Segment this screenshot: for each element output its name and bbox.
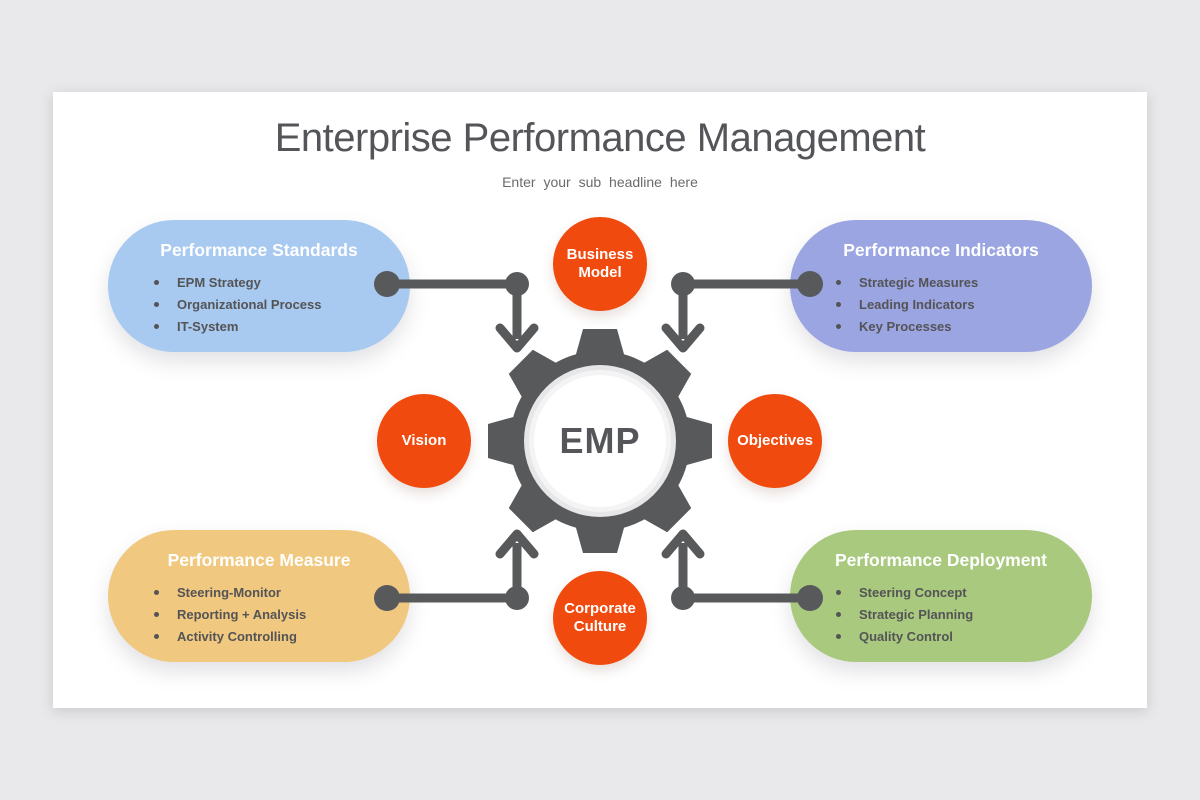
list-item-label: IT-System bbox=[177, 318, 239, 334]
bullet-icon bbox=[836, 279, 841, 285]
page-subtitle: Enter your sub headline here bbox=[502, 174, 698, 190]
bullet-icon bbox=[154, 323, 159, 329]
slide-card: Enterprise Performance Management Enter … bbox=[53, 92, 1147, 708]
bullet-icon bbox=[836, 301, 841, 307]
box-performance-standards: Performance Standards EPM Strategy Organ… bbox=[108, 220, 410, 352]
list-item-label: Strategic Planning bbox=[859, 606, 974, 622]
list-item-label: Steering Concept bbox=[859, 584, 967, 600]
list-item: Leading Indicators bbox=[836, 293, 1092, 315]
box-performance-measure: Performance Measure Steering-Monitor Rep… bbox=[108, 530, 410, 662]
node-label: Business Model bbox=[566, 246, 634, 281]
bullet-icon bbox=[836, 589, 841, 595]
list-item: Organizational Process bbox=[154, 293, 410, 315]
node-label: Corporate Culture bbox=[564, 600, 636, 635]
bullet-icon bbox=[836, 633, 841, 639]
node-label: Objectives bbox=[737, 432, 813, 449]
list-item: Strategic Measures bbox=[836, 271, 1092, 293]
bullet-icon bbox=[154, 611, 159, 617]
node-objectives: Objectives bbox=[728, 394, 822, 488]
list-item-label: Organizational Process bbox=[177, 296, 322, 312]
list-item-label: Activity Controlling bbox=[177, 628, 297, 644]
emp-center-label: EMP bbox=[559, 420, 641, 461]
list-item: Strategic Planning bbox=[836, 603, 1092, 625]
list-item: Activity Controlling bbox=[154, 625, 410, 647]
list-item-label: Strategic Measures bbox=[859, 274, 979, 290]
box-performance-indicators: Performance Indicators Strategic Measure… bbox=[790, 220, 1092, 352]
list-item-label: Quality Control bbox=[859, 628, 953, 644]
bullet-icon bbox=[836, 323, 841, 329]
list-item: Steering Concept bbox=[836, 581, 1092, 603]
box-item-list: EPM Strategy Organizational Process IT-S… bbox=[108, 271, 410, 337]
box-item-list: Strategic Measures Leading Indicators Ke… bbox=[790, 271, 1092, 337]
bullet-icon bbox=[154, 589, 159, 595]
list-item-label: Leading Indicators bbox=[859, 296, 975, 312]
bullet-icon bbox=[836, 611, 841, 617]
box-title: Performance Standards bbox=[160, 240, 358, 260]
box-item-list: Steering-Monitor Reporting + Analysis Ac… bbox=[108, 581, 410, 647]
node-vision: Vision bbox=[377, 394, 471, 488]
bullet-icon bbox=[154, 279, 159, 285]
list-item: Reporting + Analysis bbox=[154, 603, 410, 625]
list-item-label: Key Processes bbox=[859, 318, 952, 334]
node-business-model: Business Model bbox=[553, 217, 647, 311]
list-item-label: Steering-Monitor bbox=[177, 584, 281, 600]
list-item: IT-System bbox=[154, 315, 410, 337]
page-title: Enterprise Performance Management bbox=[274, 116, 926, 160]
box-title: Performance Deployment bbox=[834, 550, 1047, 570]
box-item-list: Steering Concept Strategic Planning Qual… bbox=[790, 581, 1092, 647]
list-item: Steering-Monitor bbox=[154, 581, 410, 603]
list-item: Quality Control bbox=[836, 625, 1092, 647]
node-label: Vision bbox=[401, 432, 447, 449]
list-item: Key Processes bbox=[836, 315, 1092, 337]
box-title: Performance Indicators bbox=[843, 240, 1039, 260]
box-title: Performance Measure bbox=[167, 550, 351, 570]
list-item-label: EPM Strategy bbox=[177, 274, 261, 290]
list-item: EPM Strategy bbox=[154, 271, 410, 293]
node-corporate-culture: Corporate Culture bbox=[553, 571, 647, 665]
box-performance-deployment: Performance Deployment Steering Concept … bbox=[790, 530, 1092, 662]
bullet-icon bbox=[154, 301, 159, 307]
bullet-icon bbox=[154, 633, 159, 639]
list-item-label: Reporting + Analysis bbox=[177, 606, 307, 622]
